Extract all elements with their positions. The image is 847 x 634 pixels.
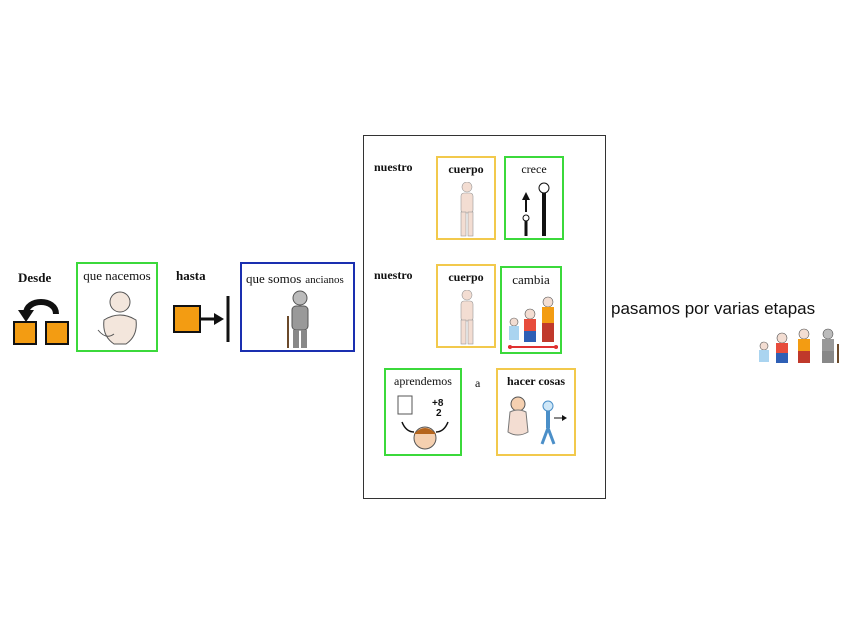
body-icon — [456, 290, 478, 346]
word-nuestro-2: nuestro — [374, 268, 413, 282]
label-que-somos: que somos — [246, 271, 302, 286]
label-cambia: cambia — [512, 272, 550, 287]
life-stages-icon — [506, 292, 560, 352]
from-start-icon — [12, 292, 70, 346]
label-ancianos: ancianos — [305, 274, 344, 286]
svg-text:+8: +8 — [432, 398, 444, 409]
body-panel: nuestro cuerpo crece nuestro — [363, 135, 606, 499]
label-aprendemos: aprendemos — [394, 374, 452, 388]
label-que-nacemos: que nacemos — [83, 268, 151, 283]
doing-things-icon — [504, 392, 570, 450]
word-nuestro-1: nuestro — [374, 160, 413, 174]
card-cuerpo-1: cuerpo — [436, 156, 496, 240]
card-que-nacemos: que nacemos — [76, 262, 158, 352]
word-a: a — [475, 376, 481, 390]
baby-icon — [96, 290, 142, 348]
grow-icon — [518, 182, 554, 238]
card-que-somos-ancianos: que somos ancianos — [240, 262, 355, 352]
stages-people-icon — [756, 328, 842, 364]
body-icon — [456, 182, 478, 238]
label-cuerpo-2: cuerpo — [448, 270, 484, 284]
svg-text:2: 2 — [436, 408, 442, 419]
card-hacer-cosas: hacer cosas — [496, 368, 576, 456]
card-crece: crece — [504, 156, 564, 240]
learn-icon: +8 2 — [394, 392, 456, 452]
text-pasamos-por-varias-etapas: pasamos por varias etapas — [611, 299, 816, 318]
label-hacer-cosas: hacer cosas — [506, 374, 566, 388]
word-desde: Desde — [18, 270, 52, 285]
word-hasta: hasta — [176, 268, 206, 283]
until-end-icon — [172, 294, 234, 344]
card-cuerpo-2: cuerpo — [436, 264, 496, 348]
card-aprendemos: aprendemos +8 2 — [384, 368, 462, 456]
label-cuerpo-1: cuerpo — [448, 162, 484, 176]
elderly-icon — [284, 290, 314, 350]
card-cambia: cambia — [500, 266, 562, 354]
label-crece: crece — [521, 162, 547, 176]
